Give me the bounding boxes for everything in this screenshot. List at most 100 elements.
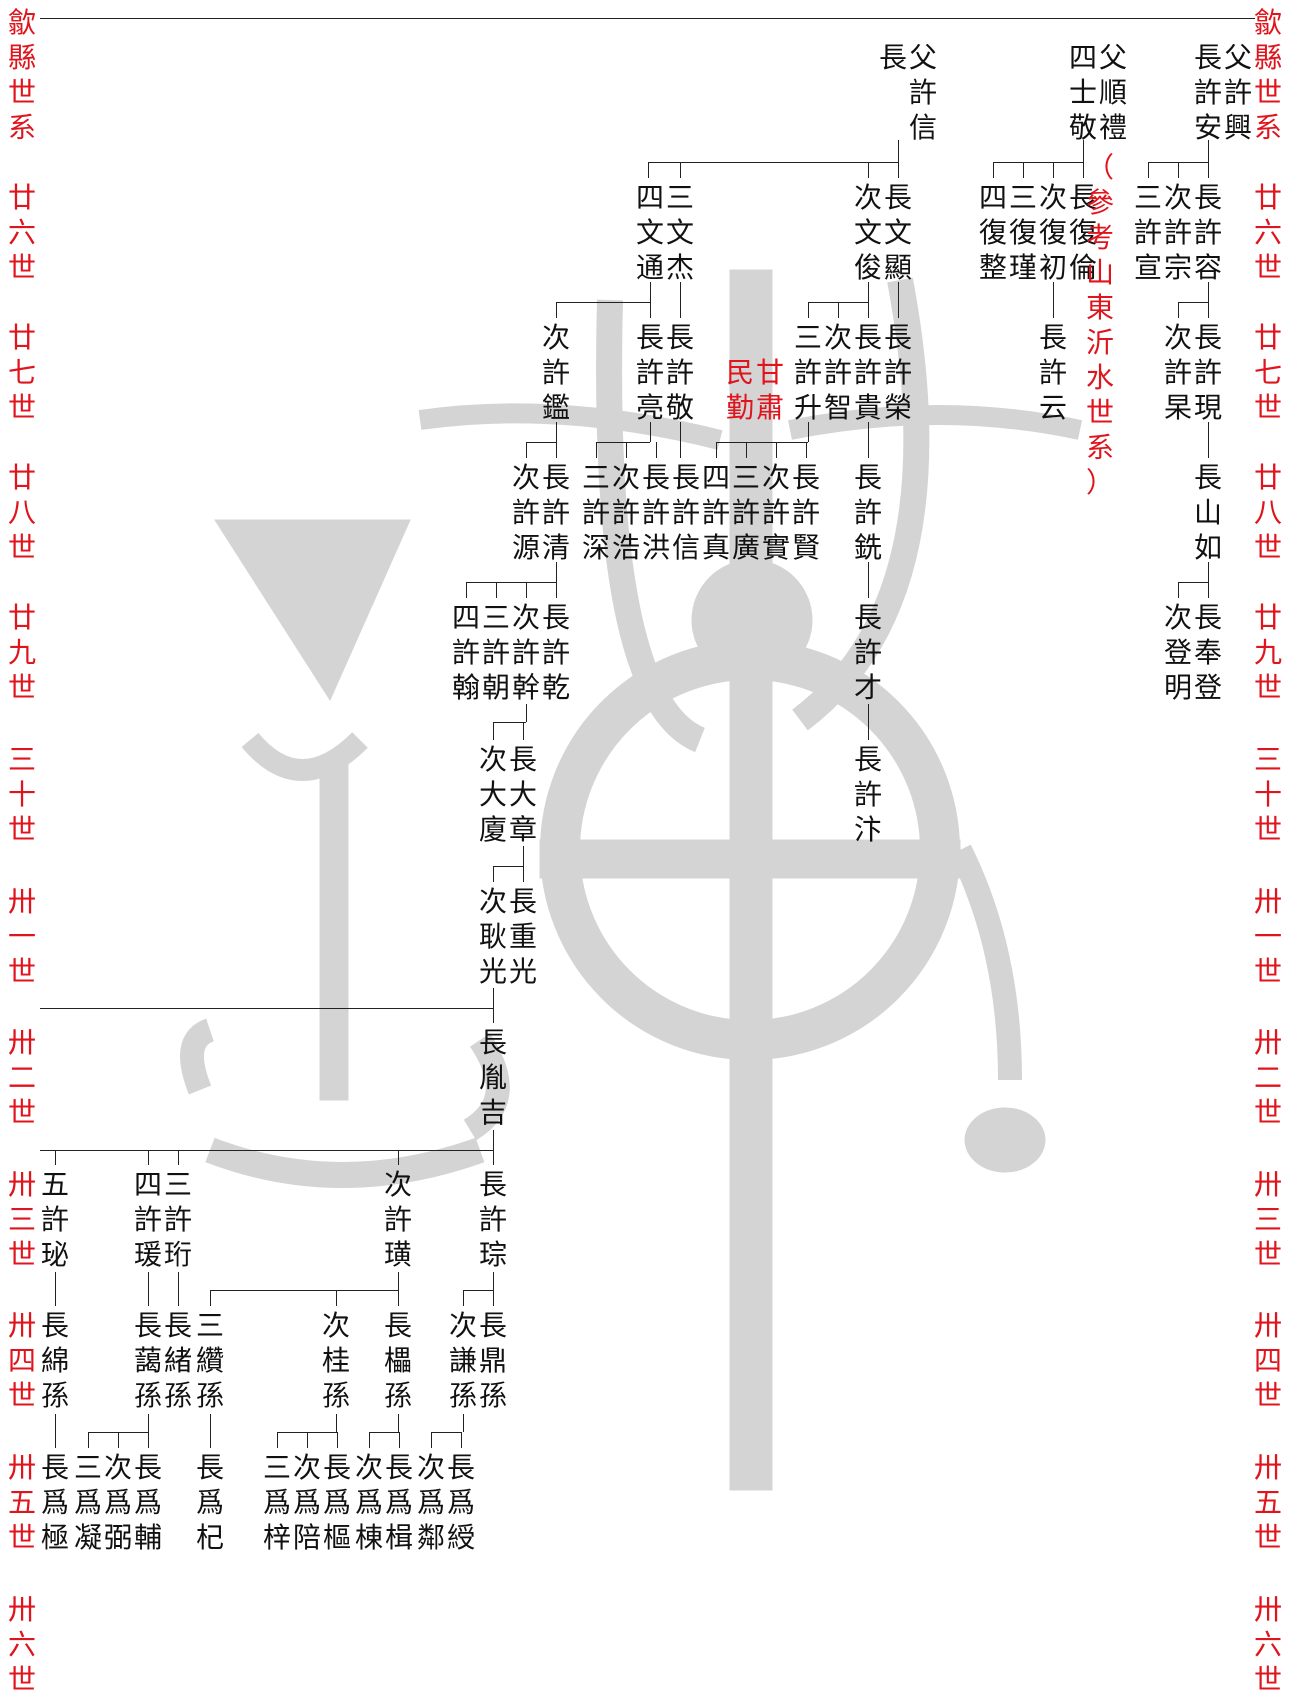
person-node: 次 桂 孫 [321, 1309, 350, 1412]
connector-v [496, 582, 497, 598]
person-node: 四 士 敬 [1068, 41, 1097, 144]
connector-v [680, 162, 681, 178]
connector-v [808, 422, 809, 442]
generation-label-left: 卅 二 世 [7, 1026, 36, 1129]
person-node: 三 許 宣 [1133, 181, 1162, 284]
connector-v [808, 302, 809, 318]
person-node: 父 許 興 [1223, 41, 1252, 144]
connector-v [493, 1272, 494, 1290]
side-label-right: 歙 縣 世 系 [1253, 6, 1282, 144]
side-label-left: 歙 縣 世 系 [7, 6, 36, 144]
person-node: 次 登 明 [1163, 601, 1192, 704]
person-node: 三 文 杰 [665, 181, 694, 284]
person-node: 次 爲 陪 [292, 1451, 321, 1554]
connector-v [868, 562, 869, 598]
connector-v [838, 302, 839, 318]
connector-v [746, 442, 747, 458]
connector-v [523, 846, 524, 866]
person-node: 長 大 章 [508, 743, 537, 846]
connector-v [868, 422, 869, 458]
connector-v [650, 302, 651, 318]
connector-h [1178, 302, 1208, 303]
connector-h [493, 866, 523, 867]
connector-v [493, 722, 494, 740]
connector-v [1083, 140, 1084, 162]
connector-v [337, 1432, 338, 1448]
person-node: 次 文 俊 [853, 181, 882, 284]
connector-h [431, 1432, 461, 1433]
connector-v [178, 1272, 179, 1306]
person-node: 三 爲 梓 [262, 1451, 291, 1554]
person-node: 長 許 榮 [883, 321, 912, 424]
person-node: 次 大 廈 [478, 743, 507, 846]
connector-v [868, 302, 869, 318]
person-node: 長 許 容 [1193, 181, 1222, 284]
connector-v [398, 1414, 399, 1432]
generation-label-left: 廿 六 世 [7, 181, 36, 284]
connector-v [556, 582, 557, 598]
connector-v [398, 1150, 399, 1165]
generation-label-left: 廿 八 世 [7, 461, 36, 564]
person-node: 三 許 升 [793, 321, 822, 424]
person-node: 四 文 通 [635, 181, 664, 284]
connector-v [556, 302, 557, 318]
connector-h [556, 302, 650, 303]
generation-label-left: 三 十 世 [7, 743, 36, 846]
generation-label-left: 卅 一 世 [7, 885, 36, 988]
person-node: 長 許 銑 [853, 461, 882, 564]
connector-h [716, 442, 808, 443]
connector-v [1208, 140, 1209, 162]
connector-v [55, 1414, 56, 1448]
person-node: 四 許 翰 [451, 601, 480, 704]
person-node: 長 綿 孫 [40, 1309, 69, 1412]
connector-v [461, 1432, 462, 1448]
connector-v [626, 442, 627, 458]
person-node: 長 許 琮 [478, 1168, 507, 1271]
connector-v [210, 1290, 211, 1306]
connector-v [178, 1150, 179, 1165]
connector-v [650, 422, 651, 442]
connector-v [431, 1432, 432, 1448]
connector-v [277, 1432, 278, 1448]
person-node: 長 復 倫 [1068, 181, 1097, 284]
connector-v [1148, 162, 1149, 178]
person-node: 長 許 亮 [635, 321, 664, 424]
connector-v [55, 1272, 56, 1306]
generation-label-right: 卅 一 世 [1253, 885, 1282, 988]
person-node: 長 爲 楫 [384, 1451, 413, 1554]
person-node: 次 爲 棟 [354, 1451, 383, 1554]
person-node: 次 耿 光 [478, 885, 507, 988]
connector-v [118, 1432, 119, 1448]
person-node: 長 山 如 [1193, 461, 1222, 564]
connector-v [210, 1414, 211, 1448]
person-node: 長 爲 極 [40, 1451, 69, 1554]
person-node: 長 爲 輔 [133, 1451, 162, 1554]
connector-v [596, 442, 597, 458]
connector-v [556, 562, 557, 582]
person-node: 長 許 賢 [791, 461, 820, 564]
person-node: 長 許 敬 [665, 321, 694, 424]
generation-label-left: 廿 九 世 [7, 601, 36, 704]
person-node: 三 纘 孫 [195, 1309, 224, 1412]
connector-v [55, 1150, 56, 1165]
connector-v [526, 582, 527, 598]
connector-v [656, 442, 657, 458]
person-node: 五 許 珌 [40, 1168, 69, 1271]
person-node: 長 爲 杞 [195, 1451, 224, 1554]
connector-v [1178, 162, 1179, 178]
connector-v [680, 422, 681, 458]
connector-v [493, 1290, 494, 1306]
person-node: 四 復 整 [978, 181, 1007, 284]
connector-h [40, 1150, 493, 1151]
connector-h [463, 1290, 493, 1291]
connector-h [369, 1432, 399, 1433]
person-node: 四 許 瑗 [133, 1168, 162, 1271]
connector-v [680, 282, 681, 318]
person-node: 長 [878, 41, 907, 74]
connector-h [648, 162, 898, 163]
person-node: 次 爲 鄰 [416, 1451, 445, 1554]
person-node: 長 文 顯 [883, 181, 912, 284]
connector-h [596, 442, 650, 443]
connector-v [399, 1432, 400, 1448]
